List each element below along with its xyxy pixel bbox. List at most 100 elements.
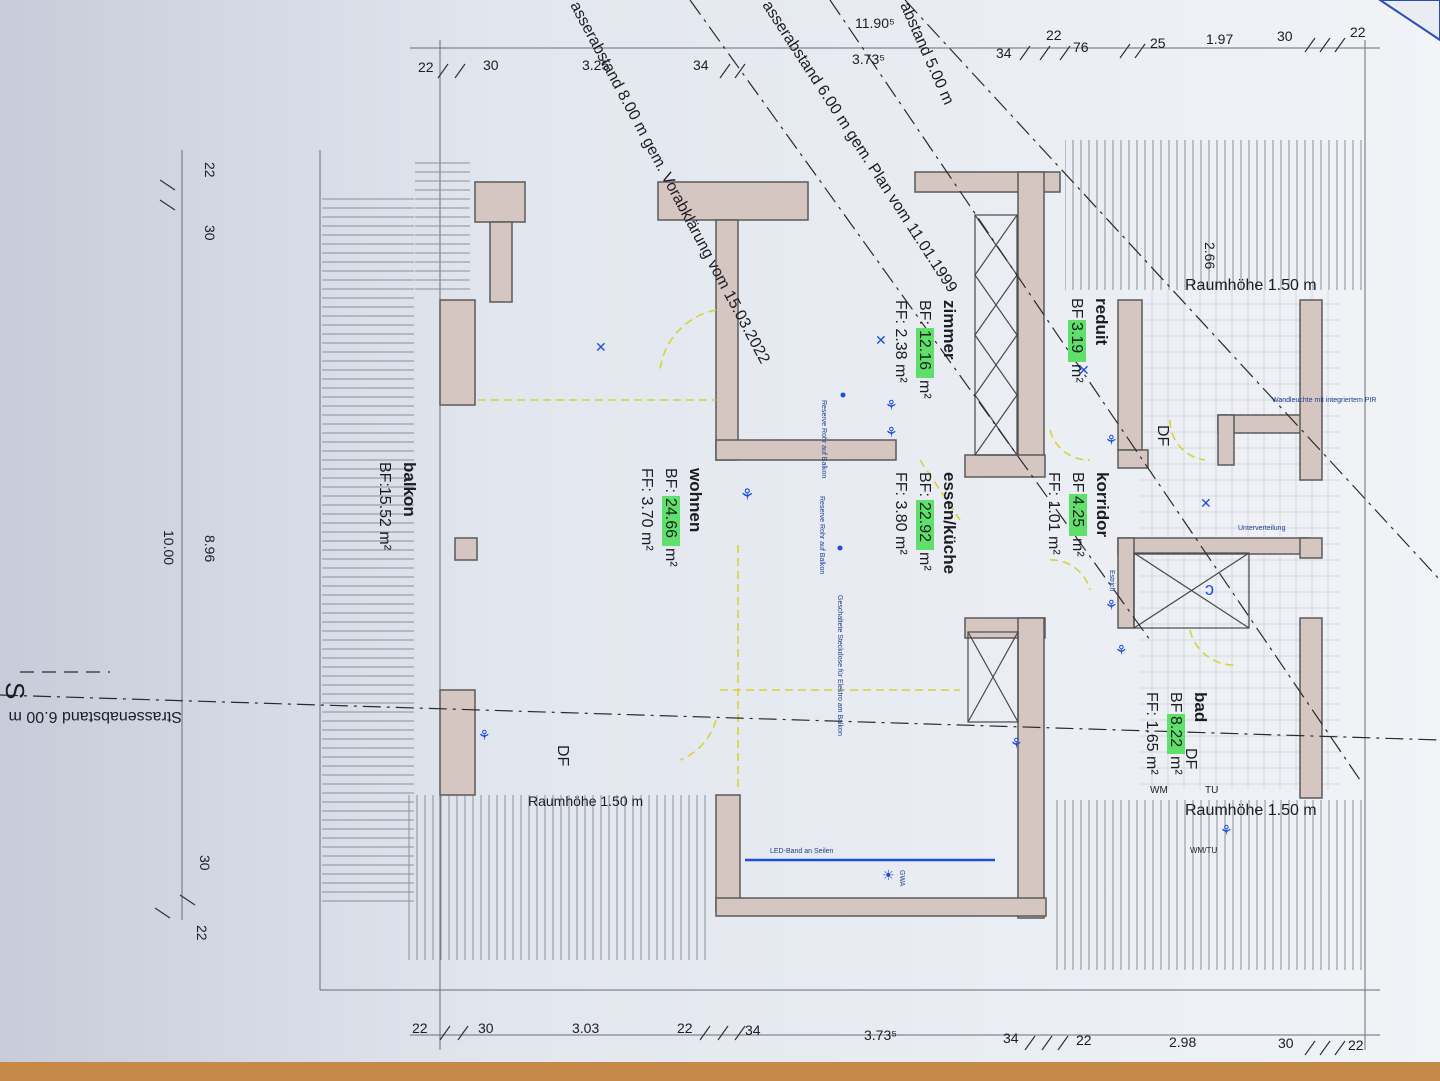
cupboards [967,214,1250,723]
label-geschaltete-steckdose: Geschaltete Steckdose für Elektro am Bal… [836,595,843,736]
room-essen-name: essen/küche [940,472,959,574]
room-wohnen-bf-unit: m² [662,548,679,567]
label-reserve-2: Reserve Rohr auf Balkon [818,496,825,574]
svg-text:✕: ✕ [875,332,887,348]
dim-top-2: 30 [483,57,499,73]
dim-left-inner: 8.96 [202,535,218,562]
room-balkon-name: balkon [400,462,419,517]
label-estrich: Estrich [1108,570,1115,592]
street-setback-label: Strassenabstand 6.00 m [9,708,182,725]
room-zimmer-ff: FF: 2.38 m² [892,300,909,383]
wooden-table-edge [0,1062,1440,1081]
dim-bottom-11: 22 [1348,1037,1364,1053]
highlight-wohnen [662,496,680,546]
dim-bottom-10: 30 [1278,1035,1294,1051]
svg-text:☀: ☀ [882,867,895,883]
ceiling-height-top: Raumhöhe 1.50 m [1185,277,1317,294]
roof-hatch-bottom-right [1050,800,1365,970]
dim-bottom-8: 22 [1076,1032,1092,1048]
dim-bottom-4: 22 [677,1020,693,1036]
room-wohnen-name: wohnen [686,467,705,532]
ceiling-height-bottom-left: Raumhöhe 1.50 m [528,793,643,809]
room-essen-bf-value: 22.92 [916,502,933,542]
dim-bottom-6: 3.73⁵ [864,1027,897,1043]
room-korridor-bf-unit: m² [1069,538,1086,557]
dim-top-1: 22 [418,59,434,75]
label-tu: TU [1205,785,1218,796]
room-bad-name: bad [1191,692,1210,722]
label-led-band: LED-Band an Seilen [770,848,834,855]
room-bad-bf-unit: m² [1167,756,1184,775]
room-reduit: reduit BF: 3.19 m² [1068,298,1111,383]
highlight-reduit [1068,320,1086,362]
label-df-reduit: DF [1154,425,1171,447]
dim-top-7: 34 [996,45,1012,61]
dim-bottom-2: 30 [478,1020,494,1036]
room-reduit-bf-unit: m² [1068,364,1085,383]
room-wohnen-bf-value: 24.66 [662,498,679,538]
label-reserve-1: Reserve Rohr auf Balkon [820,400,827,478]
room-korridor-name: korridor [1093,472,1112,538]
room-essen-bf-label: BF: [916,472,933,497]
dim-left-5: 30 [197,855,213,871]
room-zimmer-name: zimmer [940,300,959,360]
dim-left-total: 10.00 [161,530,177,565]
dim-top-9: 76 [1073,39,1089,55]
room-bad-bf-label: BF: [1167,692,1184,717]
dim-top-3: 3.25 [582,57,609,73]
highlight-bad [1167,714,1185,754]
room-balkon: balkon BF:15.52 m² [376,462,419,551]
dim-left-2: 30 [202,225,218,241]
dimension-ticks [154,37,1346,1056]
label-df-wohnen: DF [554,745,571,767]
highlight-korridor [1069,494,1087,536]
dim-left-1: 22 [202,162,218,178]
highlight-essen [916,500,934,550]
label-df-bad: DF [1182,748,1199,770]
room-reduit-name: reduit [1092,298,1111,346]
svg-text:⚘: ⚘ [1105,432,1118,448]
dim-bottom-7: 34 [1003,1030,1019,1046]
roof-hatch-top-left [415,155,470,295]
dim-top-5: 11.90⁵ [855,15,895,31]
room-essen-ff: FF: 3.80 m² [892,472,909,555]
dim-bottom-5: 34 [745,1022,761,1038]
highlight-zimmer [916,328,934,378]
room-wohnen-bf-label: BF: [662,468,679,493]
balcony-deck-hatch [322,195,414,907]
room-korridor: korridor BF: 4.25 m² FF: 1.01 m² [1045,472,1112,557]
room-balkon-bf: BF:15.52 m² [376,462,393,551]
dim-bottom-3: 3.03 [572,1020,599,1036]
room-bad-ff: FF: 1.65 m² [1143,692,1160,775]
label-wm: WM [1150,785,1168,796]
room-reduit-bf-value: 3.19 [1068,322,1085,353]
svg-text:ↄ: ↄ [1205,579,1214,599]
room-zimmer: zimmer BF: 12.16 m² FF: 2.38 m² [892,300,959,399]
dim-bottom-9: 2.98 [1169,1034,1196,1050]
svg-text:⚘: ⚘ [1105,597,1118,613]
dim-left-6: 22 [194,925,210,941]
svg-text:⚘: ⚘ [885,424,898,440]
paper-corner [1378,0,1440,42]
svg-text:⚘: ⚘ [478,727,491,743]
dim-top-10: 25 [1150,35,1166,51]
room-wohnen: wohnen BF: 24.66 m² FF: 3.70 m² [638,467,705,567]
walls [439,171,1323,919]
room-essen-kueche: essen/küche BF: 22.92 m² FF: 3.80 m² [892,472,959,574]
dims-left: 22 30 10.00 8.96 30 22 [161,162,218,941]
dim-top-6: 3.73⁵ [852,51,885,67]
ceiling-height-bottom-right: Raumhöhe 1.50 m [1185,802,1317,819]
dim-top-4: 34 [693,57,709,73]
label-wandleuchte: Wandleuchte mit integriertem PIR [1272,397,1376,404]
svg-text:✕: ✕ [1200,495,1212,511]
svg-text:⚘: ⚘ [885,397,898,413]
dim-top-8: 22 [1046,27,1062,43]
room-bad: bad BF: 8.22 m² FF: 1.65 m² [1143,692,1210,775]
svg-text:✕: ✕ [595,339,607,355]
svg-text:✕: ✕ [1078,362,1090,378]
room-zimmer-bf-value: 12.16 [916,330,933,370]
room-wohnen-ff: FF: 3.70 m² [638,468,655,551]
roof-hatch-top-right [1065,140,1365,290]
dims-bottom: 22 30 3.03 22 34 3.73⁵ 34 22 2.98 30 22 [412,1020,1364,1053]
